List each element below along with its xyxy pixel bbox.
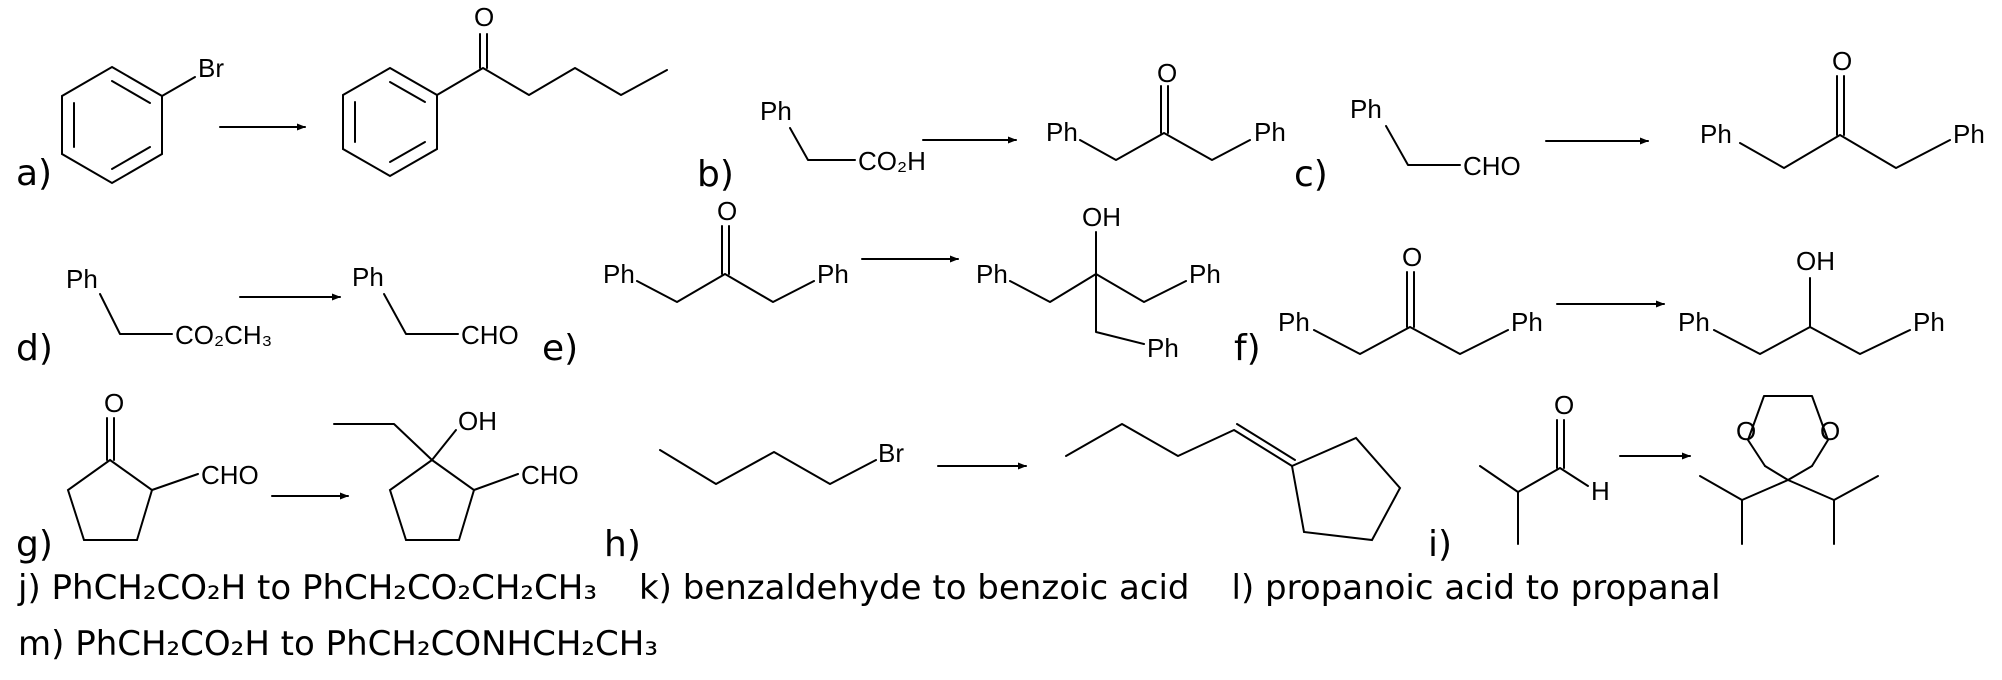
bromobenzene: Br	[61, 53, 224, 185]
atom-o: O	[104, 388, 124, 418]
tribenzylmethanol: Ph OH Ph Ph	[976, 202, 1221, 363]
dibenzyl-ketone-c: Ph O Ph	[1700, 46, 1985, 169]
atom-ph: Ph	[1511, 307, 1543, 337]
label-g: g)	[16, 524, 53, 565]
problem-f: f) Ph O Ph Ph OH Ph	[1234, 242, 1945, 369]
problem-e: e) Ph O Ph Ph OH Ph Ph	[542, 196, 1221, 369]
atom-br: Br	[878, 438, 904, 468]
atom-ph: Ph	[352, 262, 384, 292]
problem-l: l) propanoic acid to propanal	[1231, 568, 1721, 608]
problem-j: j) PhCH₂CO₂H to PhCH₂CO₂CH₂CH₃	[18, 568, 597, 608]
text-problems-row-1: j) PhCH₂CO₂H to PhCH₂CO₂CH₂CH₃ k) benzald…	[18, 568, 1721, 608]
problem-k: k) benzaldehyde to benzoic acid	[638, 568, 1190, 608]
atom-cho: CHO	[1463, 151, 1521, 181]
atom-o: O	[717, 196, 737, 226]
atom-o: O	[1157, 58, 1177, 88]
problem-h: h) Br	[604, 423, 1402, 565]
text-problems-row-2: m) PhCH₂CO₂H to PhCH₂CONHCH₂CH₃	[18, 624, 658, 664]
atom-ph: Ph	[1350, 94, 1382, 124]
problem-a: a) Br O	[16, 2, 668, 194]
atom-o: O	[474, 2, 494, 32]
atom-o: O	[1820, 416, 1840, 446]
atom-ph: Ph	[1254, 117, 1286, 147]
atom-ph: Ph	[817, 259, 849, 289]
label-e: e)	[542, 328, 578, 369]
atom-ph: Ph	[1700, 119, 1732, 149]
atom-cho: CHO	[201, 460, 259, 490]
atom-br: Br	[198, 53, 224, 83]
label-h: h)	[604, 524, 641, 565]
dibenzyl-ketone-e: Ph O Ph	[603, 196, 849, 303]
dibenzyl-ketone-b: Ph O Ph	[1046, 58, 1286, 161]
phenylacetaldehyde-c: Ph CHO	[1350, 94, 1521, 181]
atom-ph: Ph	[1046, 117, 1078, 147]
atom-oh: OH	[1082, 202, 1121, 232]
atom-co2ch3: CO₂CH₃	[175, 320, 272, 350]
label-f: f)	[1234, 328, 1261, 369]
atom-ph: Ph	[1913, 307, 1945, 337]
atom-o: O	[1554, 390, 1574, 420]
atom-oh: OH	[1796, 246, 1835, 276]
atom-oh: OH	[458, 406, 497, 436]
label-a: a)	[16, 153, 52, 194]
atom-ph: Ph	[1189, 259, 1221, 289]
ethyl-hydroxy-cyclopentanecarbaldehyde: OH CHO	[333, 406, 579, 541]
atom-o: O	[1832, 46, 1852, 76]
phenylacetaldehyde-d: Ph CHO	[352, 262, 519, 350]
atom-ph: Ph	[1678, 307, 1710, 337]
atom-ph: Ph	[760, 96, 792, 126]
atom-h: H	[1591, 476, 1610, 506]
problem-g: g) O CHO OH CHO	[16, 388, 579, 565]
atom-o: O	[1736, 416, 1756, 446]
atom-ph: Ph	[66, 264, 98, 294]
atom-ph: Ph	[1278, 307, 1310, 337]
butylidenecyclopentane	[1065, 423, 1402, 542]
label-d: d)	[16, 328, 53, 369]
diisopropyl-dioxolane: O O	[1699, 395, 1879, 545]
atom-ph: Ph	[976, 259, 1008, 289]
problem-c: c) Ph CHO Ph O Ph	[1294, 46, 1985, 195]
methyl-phenylacetate: Ph CO₂CH₃	[66, 264, 272, 350]
isobutyraldehyde: O H	[1479, 390, 1610, 545]
atom-co2h: CO₂H	[858, 146, 926, 176]
phenylacetic-acid: Ph CO₂H	[760, 96, 926, 176]
1-bromobutane: Br	[659, 438, 904, 485]
atom-cho: CHO	[461, 320, 519, 350]
atom-cho: CHO	[521, 460, 579, 490]
problem-d: d) Ph CO₂CH₃ Ph CHO	[16, 262, 519, 369]
problem-b: b) Ph CO₂H Ph O Ph	[697, 58, 1286, 195]
dibenzyl-carbinol: Ph OH Ph	[1678, 246, 1945, 355]
label-b: b)	[697, 154, 734, 195]
label-c: c)	[1294, 154, 1328, 195]
atom-o: O	[1402, 242, 1422, 272]
problem-m: m) PhCH₂CO₂H to PhCH₂CONHCH₂CH₃	[18, 624, 658, 664]
formylcyclopentanone: O CHO	[66, 388, 259, 541]
atom-ph: Ph	[1147, 333, 1179, 363]
atom-ph: Ph	[603, 259, 635, 289]
atom-ph: Ph	[1953, 119, 1985, 149]
dibenzyl-ketone-f: Ph O Ph	[1278, 242, 1543, 355]
pentanoylbenzene: O	[342, 2, 668, 178]
problem-i: i) O H O O	[1428, 390, 1879, 565]
label-i: i)	[1428, 524, 1452, 565]
